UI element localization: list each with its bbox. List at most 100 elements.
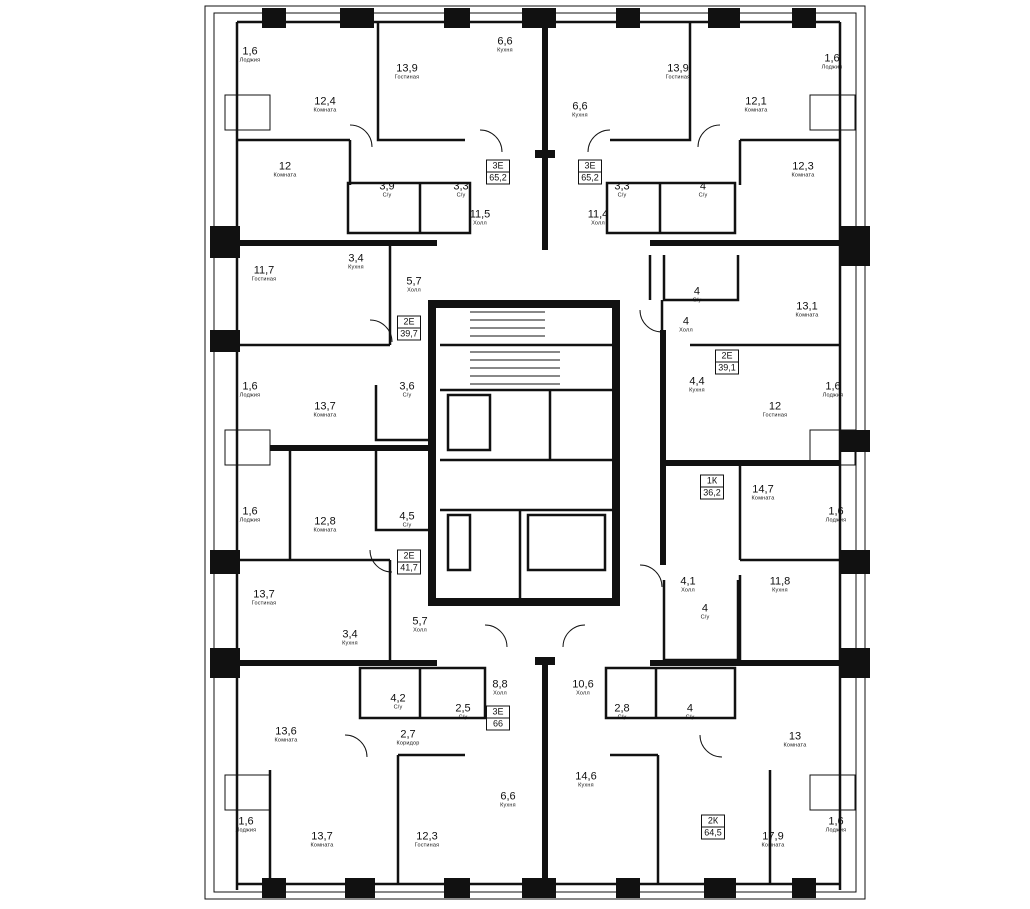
room-area: 4,2 [390,692,406,705]
room-area: 13,9 [396,62,418,75]
room-area: 4,5 [399,510,415,523]
room-name: Коридор [396,740,420,747]
room-name: Холл [413,627,427,634]
apartment-code: 2К [702,816,724,828]
room-name: Комната [795,312,819,319]
apartment-code: 3Е [487,707,509,719]
room-area: 12 [278,160,292,173]
room-area: 4 [682,315,690,328]
apartment-code: 2Е [398,317,420,329]
room-area: 17,9 [762,830,784,843]
room-name: Кухня [497,47,513,54]
room-name: Гостиная [414,842,440,849]
room-name: С/у [382,192,392,199]
room-area: 6,6 [572,100,588,113]
room-area: 4 [701,602,709,615]
room-area: 1,6 [825,380,841,393]
room-name: Кухня [689,387,705,394]
room-name: Лоджия [825,517,847,524]
room-area: 1,6 [238,815,254,828]
room-name: Холл [679,327,693,334]
room-name: Комната [783,742,807,749]
room-name: Лоджия [822,392,844,399]
room-name: Комната [313,107,337,114]
room-area: 4 [686,702,694,715]
apartment-area: 41,7 [400,562,418,573]
room-area: 3,3 [614,180,630,193]
room-area: 1,6 [242,380,258,393]
room-name: Лоджия [239,392,261,399]
room-name: Холл [681,587,695,594]
room-area: 4,4 [689,375,705,388]
room-area: 13,7 [253,588,275,601]
room-area: 1,6 [828,505,844,518]
room-area: 3,4 [348,252,364,265]
room-area: 10,6 [572,678,594,691]
room-area: 6,6 [497,35,513,48]
room-name: Лоджия [235,827,257,834]
room-name: Гостиная [665,74,691,81]
apartment-area: 65,2 [581,172,599,183]
room-name: Гостиная [251,600,277,607]
room-area: 4 [693,285,701,298]
room-name: Комната [273,172,297,179]
room-area: 12,3 [792,160,814,173]
room-name: Кухня [578,782,594,789]
room-name: С/у [698,192,708,199]
apartment-area: 65,2 [489,172,507,183]
room-name: Холл [493,690,507,697]
room-area: 5,7 [412,615,428,628]
room-name: С/у [458,714,468,721]
apartment-code: 2Е [716,351,738,363]
room-area: 14,6 [575,770,597,783]
room-name: Лоджия [825,827,847,834]
room-name: Комната [751,495,775,502]
room-name: С/у [685,714,695,721]
room-name: Комната [313,527,337,534]
room-name: Гостиная [762,412,788,419]
room-area: 3,6 [399,380,415,393]
apartment-area: 64,5 [704,827,722,838]
room-name: Гостиная [251,276,277,283]
room-name: Кухня [572,112,588,119]
room-name: Холл [473,220,487,227]
room-name: Кухня [500,802,516,809]
room-name: Комната [791,172,815,179]
